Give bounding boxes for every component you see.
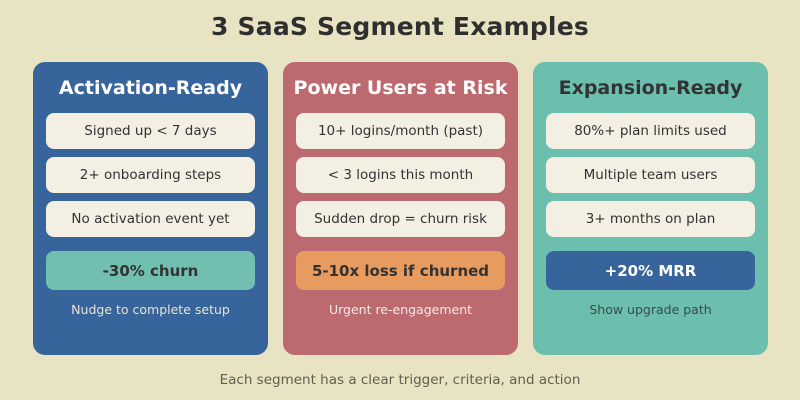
criterion-item: < 3 logins this month	[296, 157, 505, 193]
criterion-item: Multiple team users	[546, 157, 755, 193]
criterion-item: 80%+ plan limits used	[546, 113, 755, 149]
criteria-list: 80%+ plan limits used Multiple team user…	[546, 113, 755, 237]
impact-badge: -30% churn	[46, 251, 255, 290]
criteria-list: Signed up < 7 days 2+ onboarding steps N…	[46, 113, 255, 237]
segment-card-title: Activation-Ready	[58, 77, 243, 99]
criterion-item: Signed up < 7 days	[46, 113, 255, 149]
criterion-item: Sudden drop = churn risk	[296, 201, 505, 237]
action-text: Urgent re-engagement	[328, 302, 473, 317]
segment-card-title: Expansion-Ready	[558, 77, 743, 99]
page-title: 3 SaaS Segment Examples	[211, 12, 589, 41]
segment-card-group: Activation-Ready Signed up < 7 days 2+ o…	[33, 62, 768, 355]
segment-card-expansion-ready[interactable]: Expansion-Ready 80%+ plan limits used Mu…	[533, 62, 768, 355]
impact-badge: 5-10x loss if churned	[296, 251, 505, 290]
footer-note: Each segment has a clear trigger, criter…	[219, 372, 581, 388]
criterion-item: 2+ onboarding steps	[46, 157, 255, 193]
criterion-item: 3+ months on plan	[546, 201, 755, 237]
impact-badge: +20% MRR	[546, 251, 755, 290]
action-text: Show upgrade path	[589, 302, 712, 317]
segment-card-activation-ready[interactable]: Activation-Ready Signed up < 7 days 2+ o…	[33, 62, 268, 355]
criterion-item: 10+ logins/month (past)	[296, 113, 505, 149]
criteria-list: 10+ logins/month (past) < 3 logins this …	[296, 113, 505, 237]
action-text: Nudge to complete setup	[71, 302, 230, 317]
criterion-item: No activation event yet	[46, 201, 255, 237]
segment-card-title: Power Users at Risk	[293, 77, 508, 99]
segment-card-power-users-at-risk[interactable]: Power Users at Risk 10+ logins/month (pa…	[283, 62, 518, 355]
